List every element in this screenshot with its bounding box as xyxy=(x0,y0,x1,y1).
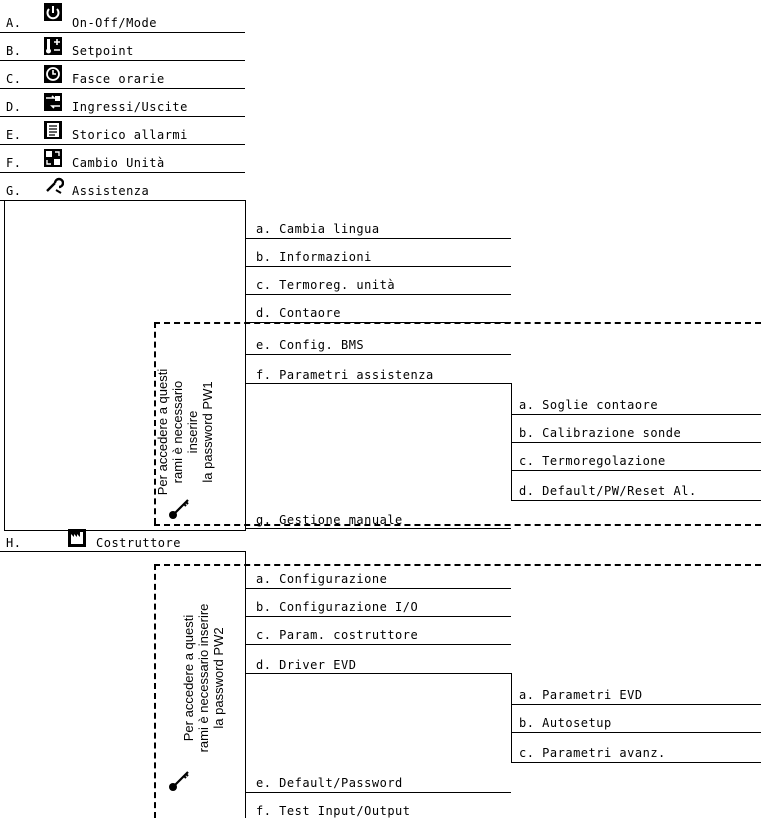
submenu-item-parametri-assistenza[interactable]: f. Parametri assistenza xyxy=(256,368,434,382)
submenu-item-termoreg-unita[interactable]: c. Termoreg. unità xyxy=(256,278,396,292)
submenu-item-test-input-output[interactable]: f. Test Input/Output xyxy=(256,804,411,818)
menu-letter: B. xyxy=(6,44,22,58)
submenu-item-param-costruttore[interactable]: c. Param. costruttore xyxy=(256,628,419,642)
submenu-item-config-bms[interactable]: e. Config. BMS xyxy=(256,338,365,352)
key-icon xyxy=(169,771,189,791)
manufacturer-icon xyxy=(68,529,86,547)
submenu-item-parametri-avanz[interactable]: c. Parametri avanz. xyxy=(519,746,666,760)
tree-connector xyxy=(245,200,246,530)
tree-connector xyxy=(511,383,512,500)
menu-item-assistenza[interactable]: Assistenza xyxy=(72,184,150,198)
menu-item-setpoint[interactable]: Setpoint xyxy=(72,44,134,58)
submenu-item-autosetup[interactable]: b. Autosetup xyxy=(519,716,612,730)
clock-icon xyxy=(44,65,62,83)
menu-item-fasce-orarie[interactable]: Fasce orarie xyxy=(72,72,165,86)
submenu-item-default-password[interactable]: e. Default/Password xyxy=(256,776,403,790)
submenu-item-contaore[interactable]: d. Contaore xyxy=(256,306,341,320)
submenu-item-cambia-lingua[interactable]: a. Cambia lingua xyxy=(256,222,380,236)
menu-letter: D. xyxy=(6,100,22,114)
submenu-item-gestione-manuale[interactable]: g. Gestione manuale xyxy=(256,513,403,527)
menu-item-storico-allarmi[interactable]: Storico allarmi xyxy=(72,128,188,142)
thermometer-setpoint-icon xyxy=(44,37,62,55)
menu-letter: A. xyxy=(6,16,22,30)
submenu-item-parametri-evd[interactable]: a. Parametri EVD xyxy=(519,688,643,702)
menu-item-on-off-mode[interactable]: On-Off/Mode xyxy=(72,16,157,30)
tree-connector xyxy=(4,530,246,531)
alarm-log-icon xyxy=(44,121,62,139)
tree-connector xyxy=(245,551,246,818)
submenu-item-driver-evd[interactable]: d. Driver EVD xyxy=(256,658,357,672)
input-output-icon xyxy=(44,93,62,111)
menu-letter: F. xyxy=(6,156,22,170)
menu-item-ingressi-uscite[interactable]: Ingressi/Uscite xyxy=(72,100,188,114)
pw2-note: Per accedere a questi rami è necessario … xyxy=(181,603,226,753)
submenu-item-soglie-contaore[interactable]: a. Soglie contaore xyxy=(519,398,659,412)
submenu-item-default-pw-reset[interactable]: d. Default/PW/Reset Al. xyxy=(519,484,697,498)
power-icon xyxy=(44,3,62,21)
menu-item-cambio-unita[interactable]: Cambio Unità xyxy=(72,156,165,170)
menu-letter: H. xyxy=(6,536,22,550)
pw1-note: Per accedere a questi rami è necessario … xyxy=(155,368,215,496)
submenu-item-termoregolazione[interactable]: c. Termoregolazione xyxy=(519,454,666,468)
menu-item-costruttore[interactable]: Costruttore xyxy=(96,536,181,550)
submenu-item-calibrazione-sonde[interactable]: b. Calibrazione sonde xyxy=(519,426,682,440)
key-icon xyxy=(169,499,189,519)
submenu-item-configurazione[interactable]: a. Configurazione xyxy=(256,572,388,586)
menu-letter: E. xyxy=(6,128,22,142)
tree-connector xyxy=(511,673,512,762)
submenu-item-configurazione-io[interactable]: b. Configurazione I/O xyxy=(256,600,419,614)
tree-connector xyxy=(4,200,5,530)
submenu-item-informazioni[interactable]: b. Informazioni xyxy=(256,250,372,264)
menu-letter: G. xyxy=(6,184,22,198)
unit-change-icon xyxy=(44,149,62,167)
service-icon xyxy=(46,177,64,194)
menu-letter: C. xyxy=(6,72,22,86)
